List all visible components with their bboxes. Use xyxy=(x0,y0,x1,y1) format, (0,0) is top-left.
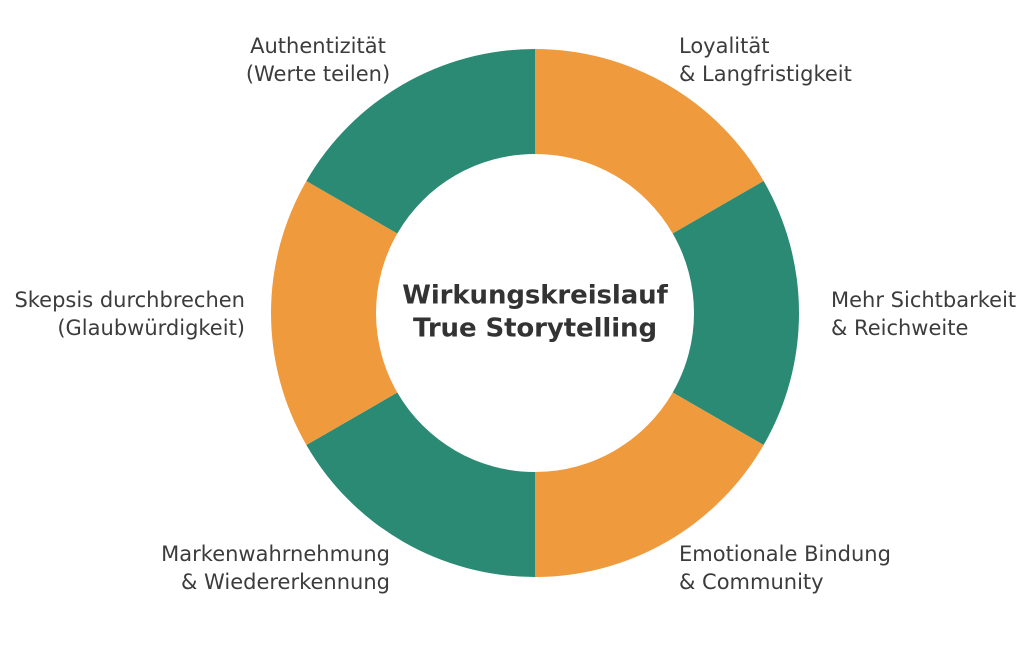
donut-segment-authentizitaet xyxy=(306,48,535,234)
label-emotionale-bindung-line-1: Emotionale Bindung xyxy=(679,542,891,566)
donut-segment-emotionale-bindung xyxy=(535,392,764,577)
label-sichtbarkeit-line-2: & Reichweite xyxy=(831,315,969,340)
label-emotionale-bindung: Emotionale Bindung & Community xyxy=(679,541,891,597)
label-skepsis: Skepsis durchbrechen (Glaubwürdigkeit) xyxy=(14,287,245,343)
label-emotionale-bindung-line-2: & Community xyxy=(679,569,824,594)
label-authentizitaet-line-2: (Werte teilen) xyxy=(245,61,391,86)
donut-segment-markenwahrnehmung xyxy=(306,392,535,577)
label-loyalitaet-line-1: Loyalität xyxy=(679,34,770,58)
center-title: Wirkungskreislauf True Storytelling xyxy=(402,280,668,347)
donut-segment-loyalitaet xyxy=(535,49,764,234)
label-loyalitaet: Loyalität & Langfristigkeit xyxy=(679,33,852,89)
label-authentizitaet: Authentizität (Werte teilen) xyxy=(246,33,390,89)
center-title-line-2: True Storytelling xyxy=(413,314,657,344)
label-markenwahrnehmung-line-2: & Wiedererkennung xyxy=(181,569,390,594)
center-title-line-1: Wirkungskreislauf xyxy=(402,280,668,311)
label-sichtbarkeit-line-1: Mehr Sichtbarkeit xyxy=(831,288,1017,312)
label-markenwahrnehmung-line-1: Markenwahrnehmung xyxy=(161,542,390,566)
label-authentizitaet-line-1: Authentizität xyxy=(250,34,386,58)
label-skepsis-line-2: (Glaubwürdigkeit) xyxy=(57,315,245,340)
label-skepsis-line-1: Skepsis durchbrechen xyxy=(14,288,245,312)
label-loyalitaet-line-2: & Langfristigkeit xyxy=(679,61,852,86)
label-markenwahrnehmung: Markenwahrnehmung & Wiedererkennung xyxy=(161,541,390,597)
donut-segment-skepsis xyxy=(270,181,398,445)
label-sichtbarkeit: Mehr Sichtbarkeit & Reichweite xyxy=(831,287,1016,343)
donut-segment-sichtbarkeit xyxy=(672,181,800,445)
